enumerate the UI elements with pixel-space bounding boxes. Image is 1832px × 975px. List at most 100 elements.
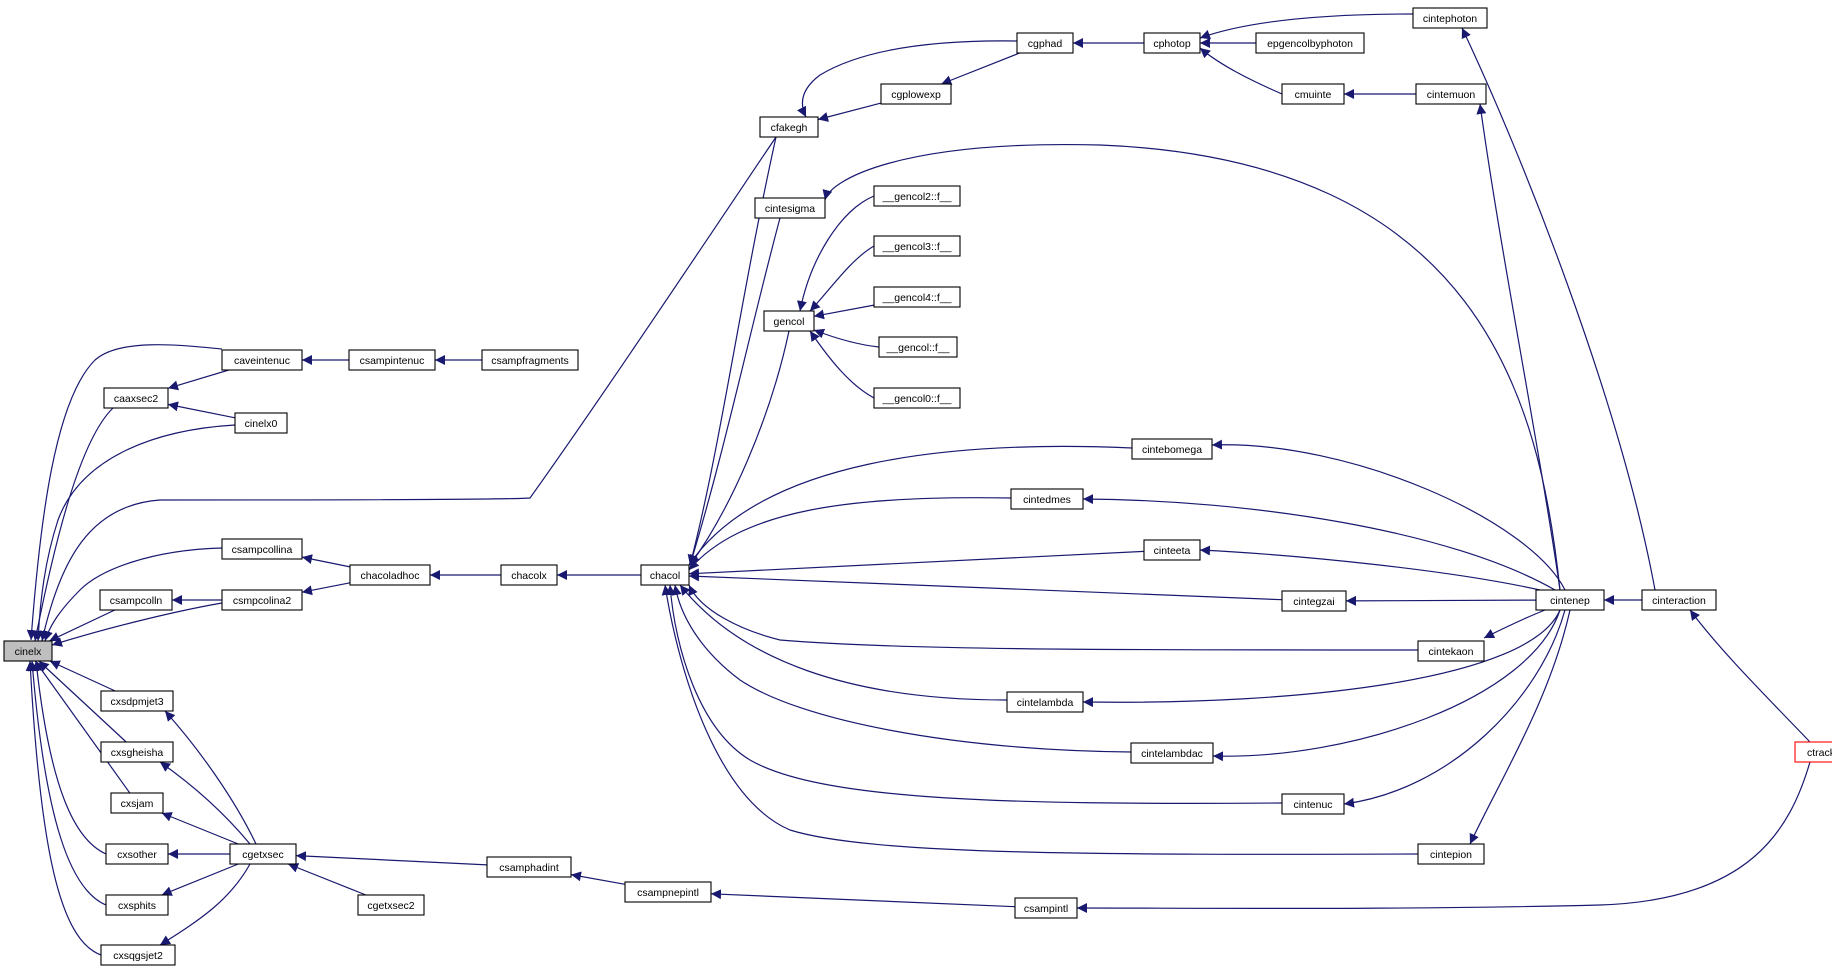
node-box-cintedmes[interactable] [1010,488,1084,510]
node-box-cinelx0[interactable] [234,412,288,434]
node-box-csampintl[interactable] [1014,897,1078,919]
node-box-cintepion[interactable] [1417,843,1485,865]
node-box-csampnepintl[interactable] [624,881,712,903]
node-cgetxsec[interactable]: cgetxsec [229,843,297,865]
node-cinelx0[interactable]: cinelx0 [234,412,288,434]
node-box-caveintenuc[interactable] [221,349,303,371]
node-cinteraction[interactable]: cinteraction [1641,589,1717,611]
node-cintebomega[interactable]: cintebomega [1131,438,1213,460]
node-epgencolbyphoton[interactable]: epgencolbyphoton [1255,32,1365,54]
node-box-cxsphits[interactable] [105,894,169,916]
node-box-csmpcolina2[interactable] [221,589,303,611]
node-box-gencol0[interactable] [873,387,961,409]
node-cxsgheisha[interactable]: cxsgheisha [100,741,174,763]
node-box-chacoladhoc[interactable] [349,564,431,586]
node-gencol1[interactable]: __gencol::f__ [878,336,958,358]
node-cphotop[interactable]: cphotop [1143,32,1201,54]
node-box-cintelambda[interactable] [1006,691,1084,713]
node-caveintenuc[interactable]: caveintenuc [221,349,303,371]
node-cintelambdac[interactable]: cintelambdac [1130,742,1214,764]
node-box-cintegzai[interactable] [1281,590,1347,612]
node-cgetxsec2[interactable]: cgetxsec2 [357,894,425,916]
node-box-caaxsec2[interactable] [103,387,169,409]
node-box-gencol[interactable] [763,310,815,332]
node-box-cintephoton[interactable] [1412,7,1488,29]
node-cmuinte[interactable]: cmuinte [1281,83,1345,105]
node-caaxsec2[interactable]: caaxsec2 [103,387,169,409]
node-gencol[interactable]: gencol [763,310,815,332]
node-box-csamphadint[interactable] [486,856,572,878]
node-cintekaon[interactable]: cintekaon [1417,640,1485,662]
node-cgplowexp[interactable]: cgplowexp [880,83,952,105]
node-cinteeta[interactable]: cinteeta [1143,539,1201,561]
node-cintenuc[interactable]: cintenuc [1281,793,1345,815]
node-cxsphits[interactable]: cxsphits [105,894,169,916]
node-box-chacol[interactable] [640,564,690,586]
node-cxsother[interactable]: cxsother [105,843,169,865]
node-chacol[interactable]: chacol [640,564,690,586]
node-box-cintelambdac[interactable] [1130,742,1214,764]
node-cxsqgsjet2[interactable]: cxsqgsjet2 [100,944,176,966]
node-box-cgetxsec2[interactable] [357,894,425,916]
node-box-cxsother[interactable] [105,843,169,865]
node-box-cintekaon[interactable] [1417,640,1485,662]
node-cinelx[interactable]: cinelx [3,640,53,662]
node-csampintl[interactable]: csampintl [1014,897,1078,919]
node-cfakegh[interactable]: cfakegh [759,116,819,138]
node-box-cinteraction[interactable] [1641,589,1717,611]
node-box-cxsgheisha[interactable] [100,741,174,763]
node-cintelambda[interactable]: cintelambda [1006,691,1084,713]
node-box-cintenep[interactable] [1535,589,1605,611]
node-csampfragments[interactable]: csampfragments [481,349,579,371]
node-gencol0[interactable]: __gencol0::f__ [873,387,961,409]
node-cxsdpmjet3[interactable]: cxsdpmjet3 [100,690,174,712]
node-box-cxsjam[interactable] [110,792,164,814]
node-box-csampcollina[interactable] [221,538,303,560]
node-box-cgplowexp[interactable] [880,83,952,105]
node-gencol3[interactable]: __gencol3::f__ [873,235,961,257]
node-box-gencol3[interactable] [873,235,961,257]
node-cintepion[interactable]: cintepion [1417,843,1485,865]
node-box-cinteeta[interactable] [1143,539,1201,561]
node-box-cinelx[interactable] [3,640,53,662]
node-box-cmuinte[interactable] [1281,83,1345,105]
node-cintenep[interactable]: cintenep [1535,589,1605,611]
node-chacolx[interactable]: chacolx [500,564,558,586]
node-cintedmes[interactable]: cintedmes [1010,488,1084,510]
node-csampintenuc[interactable]: csampintenuc [348,349,436,371]
node-cgphad[interactable]: cgphad [1016,32,1074,54]
node-box-cintesigma[interactable] [754,197,826,219]
node-box-gencol4[interactable] [873,286,961,308]
node-gencol4[interactable]: __gencol4::f__ [873,286,961,308]
node-box-gencol1[interactable] [878,336,958,358]
node-box-csampcolln[interactable] [99,589,173,611]
node-box-chacolx[interactable] [500,564,558,586]
node-gencol2[interactable]: __gencol2::f__ [873,185,961,207]
node-csampcollina[interactable]: csampcollina [221,538,303,560]
node-box-csampintenuc[interactable] [348,349,436,371]
node-csampcolln[interactable]: csampcolln [99,589,173,611]
node-box-cgetxsec[interactable] [229,843,297,865]
node-box-gencol2[interactable] [873,185,961,207]
node-cintemuon[interactable]: cintemuon [1415,83,1487,105]
node-cintephoton[interactable]: cintephoton [1412,7,1488,29]
node-box-cxsdpmjet3[interactable] [100,690,174,712]
node-box-ctracking[interactable] [1794,741,1832,763]
node-box-epgencolbyphoton[interactable] [1255,32,1365,54]
node-box-cintebomega[interactable] [1131,438,1213,460]
node-cxsjam[interactable]: cxsjam [110,792,164,814]
node-csamphadint[interactable]: csamphadint [486,856,572,878]
node-ctracking[interactable]: ctracking [1794,741,1832,763]
node-box-cintenuc[interactable] [1281,793,1345,815]
node-box-cgphad[interactable] [1016,32,1074,54]
node-chacoladhoc[interactable]: chacoladhoc [349,564,431,586]
node-cintesigma[interactable]: cintesigma [754,197,826,219]
node-box-cxsqgsjet2[interactable] [100,944,176,966]
node-cintegzai[interactable]: cintegzai [1281,590,1347,612]
node-csmpcolina2[interactable]: csmpcolina2 [221,589,303,611]
node-box-cfakegh[interactable] [759,116,819,138]
node-csampnepintl[interactable]: csampnepintl [624,881,712,903]
node-box-csampfragments[interactable] [481,349,579,371]
node-box-cintemuon[interactable] [1415,83,1487,105]
node-box-cphotop[interactable] [1143,32,1201,54]
